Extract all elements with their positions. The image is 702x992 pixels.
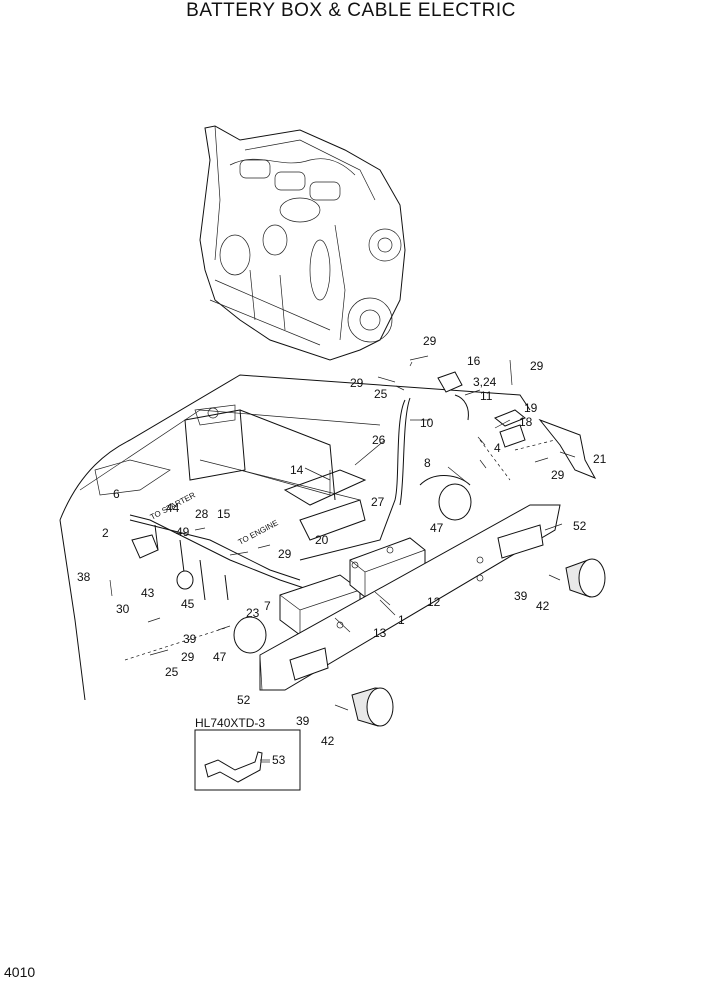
callout-1: 1 xyxy=(398,613,405,627)
annotation-to-engine: TO ENGINE xyxy=(237,518,280,547)
callout-4: 4 xyxy=(494,441,501,455)
small-parts xyxy=(109,355,597,711)
callout-45: 45 xyxy=(181,597,195,611)
page-number: 4010 xyxy=(4,964,36,980)
callout-14: 14 xyxy=(290,463,304,477)
callout-39-b: 39 xyxy=(183,632,197,646)
callout-27: 27 xyxy=(371,495,385,509)
counterweight-plate xyxy=(259,504,561,691)
inset-hl740xtd-3 xyxy=(194,729,301,791)
callout-18: 18 xyxy=(519,415,533,429)
callout-21: 21 xyxy=(593,452,607,466)
callout-42-b: 42 xyxy=(321,734,335,748)
callout-26: 26 xyxy=(372,433,386,447)
callout-3-24: 3,24 xyxy=(473,375,497,389)
callout-13: 13 xyxy=(373,626,387,640)
engine-illustration xyxy=(199,125,406,361)
callout-15: 15 xyxy=(217,507,231,521)
callout-25-a: 25 xyxy=(374,387,388,401)
callout-7: 7 xyxy=(264,599,271,613)
callout-29-e: 29 xyxy=(278,547,292,561)
callout-52-b: 52 xyxy=(237,693,251,707)
page-title: BATTERY BOX & CABLE ELECTRIC xyxy=(186,0,516,21)
frame-body xyxy=(59,374,531,701)
callout-44: 44 xyxy=(166,501,180,515)
callout-52-a: 52 xyxy=(573,519,587,533)
callout-11: 11 xyxy=(480,389,493,403)
lamps xyxy=(176,483,606,727)
rear-lamp-upper xyxy=(565,558,606,598)
callout-12: 12 xyxy=(427,595,441,609)
rear-lamp-lower xyxy=(351,687,394,727)
cable-assembly xyxy=(129,397,471,601)
callout-23: 23 xyxy=(246,606,260,620)
callout-28: 28 xyxy=(195,507,209,521)
callout-29-a: 29 xyxy=(423,334,437,348)
callout-29-f: 29 xyxy=(181,650,195,664)
callout-42-a: 42 xyxy=(536,599,550,613)
callout-47-b: 47 xyxy=(213,650,227,664)
callout-30: 30 xyxy=(116,602,130,616)
callout-49: 49 xyxy=(176,525,190,539)
leader-lines xyxy=(255,389,576,763)
callout-47-a: 47 xyxy=(430,521,444,535)
callout-25-b: 25 xyxy=(165,665,179,679)
inset-label: HL740XTD-3 xyxy=(195,716,265,730)
callout-2: 2 xyxy=(102,526,109,540)
callout-29-d: 29 xyxy=(551,468,565,482)
callout-29-b: 29 xyxy=(530,359,544,373)
callout-19: 19 xyxy=(524,401,538,415)
callout-29-c: 29 xyxy=(350,376,364,390)
callout-6: 6 xyxy=(113,487,120,501)
callout-39-a: 39 xyxy=(514,589,528,603)
callout-39-c: 39 xyxy=(296,714,310,728)
callout-43: 43 xyxy=(141,586,155,600)
callout-38: 38 xyxy=(77,570,91,584)
callout-20: 20 xyxy=(315,533,329,547)
callout-8: 8 xyxy=(424,456,431,470)
callout-53: 53 xyxy=(272,753,286,767)
callout-16: 16 xyxy=(467,354,481,368)
callout-10: 10 xyxy=(420,416,434,430)
